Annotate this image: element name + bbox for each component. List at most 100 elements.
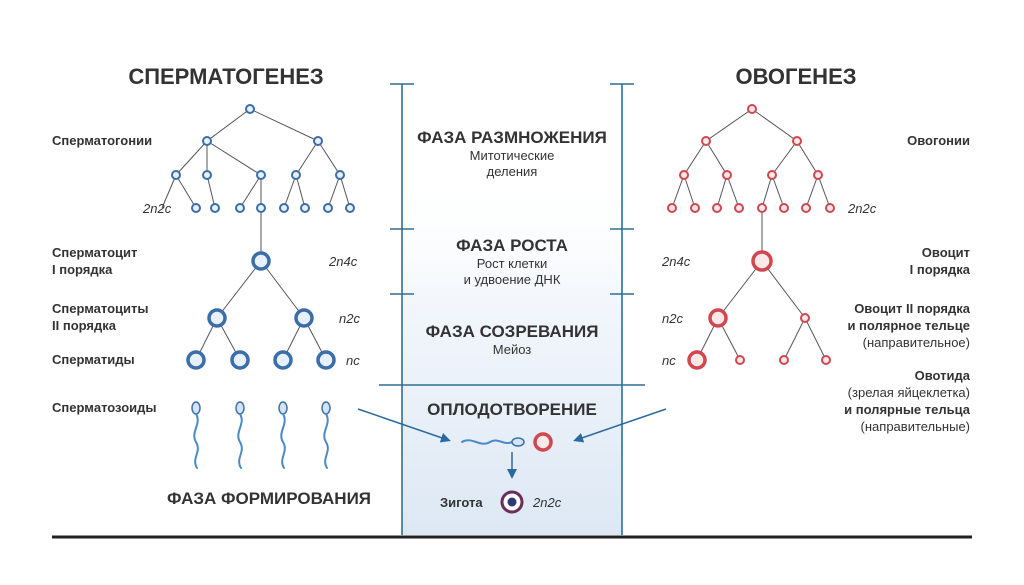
sperm-cells bbox=[171, 104, 355, 370]
oogonium-cell bbox=[801, 203, 811, 213]
spermatogonium-cell bbox=[235, 203, 245, 213]
spermatocytes-2-label-line1: Сперматоциты bbox=[52, 301, 149, 316]
phase-axis bbox=[379, 83, 645, 535]
polar-body-cell bbox=[821, 355, 831, 365]
maturation-phase-title: ФАЗА СОЗРЕВАНИЯ bbox=[425, 322, 599, 341]
spermatocyte-1-cell bbox=[251, 251, 271, 271]
left-ploidy-n2c: n2c bbox=[339, 311, 360, 326]
spermatogonium-cell bbox=[171, 170, 181, 180]
growth-phase: ФАЗА РОСТА Рост клетки и удвоение ДНК bbox=[402, 236, 622, 288]
spermatogonium-cell bbox=[256, 170, 266, 180]
polar-body-cell bbox=[779, 355, 789, 365]
spermatocyte-2-cell bbox=[207, 308, 227, 328]
spermatid-cell bbox=[316, 350, 336, 370]
fertilizing-sperm bbox=[461, 437, 525, 447]
zygote-cell bbox=[500, 490, 524, 514]
ootid-label-line2: (зрелая яйцеклетка) bbox=[847, 385, 970, 400]
oogonium-cell bbox=[667, 203, 677, 213]
egg-cell bbox=[533, 432, 553, 452]
ootid-label: Овотида (зрелая яйцеклетка) и полярные т… bbox=[844, 367, 970, 435]
oogonium-cell bbox=[734, 203, 744, 213]
spermatogonia-label: Сперматогонии bbox=[52, 133, 153, 148]
multiplication-phase: ФАЗА РАЗМНОЖЕНИЯ Митотические деления bbox=[402, 128, 622, 180]
spermatozoa bbox=[191, 401, 331, 469]
spermatozoa-label: Спермaтозоиды bbox=[52, 400, 157, 415]
spermatozoon bbox=[278, 401, 288, 469]
left-ploidy-nc: nc bbox=[346, 353, 360, 368]
spermatogonium-cell bbox=[345, 203, 355, 213]
spermatogonium-cell bbox=[191, 203, 201, 213]
oogonium-cell bbox=[747, 104, 757, 114]
oocyte-1-label: Овоцит I порядка bbox=[910, 244, 970, 278]
oocyte-1-cell bbox=[751, 250, 773, 272]
right-ploidy-2n4c: 2n4c bbox=[662, 254, 691, 269]
ootid-label-line3: и полярные тельца bbox=[844, 402, 970, 417]
oocyte-2-label-line1: Овоцит II порядка bbox=[854, 301, 970, 316]
formation-phase-title: ФАЗА ФОРМИРОВАНИЯ bbox=[167, 489, 371, 508]
oogonium-cell bbox=[757, 203, 767, 213]
oocyte-1-label-line2: I порядка bbox=[909, 262, 970, 277]
oogonium-cell bbox=[779, 203, 789, 213]
spermatogonium-cell bbox=[313, 136, 323, 146]
spermatids-label: Сперматиды bbox=[52, 352, 135, 367]
polar-body-cell bbox=[800, 313, 810, 323]
spermatozoon bbox=[235, 401, 245, 469]
spermatogonium-cell bbox=[323, 203, 333, 213]
growth-phase-sub2: и удвоение ДНК bbox=[463, 272, 561, 287]
arrow-left bbox=[357, 408, 451, 443]
spermatocyte-1-label-line1: Сперматоцит bbox=[52, 245, 138, 260]
left-ploidy-2n4c: 2n4c bbox=[329, 254, 358, 269]
spermatocytes-2-label-line2: II порядка bbox=[52, 318, 116, 333]
multiplication-phase-sub2: деления bbox=[486, 164, 538, 179]
oocyte-2-label: Овоцит II порядка и полярное тельце (нап… bbox=[847, 300, 970, 351]
spermatogonium-cell bbox=[202, 170, 212, 180]
zygote-ploidy: 2n2c bbox=[533, 495, 562, 510]
spermatocyte-1-label-line2: I порядка bbox=[52, 262, 113, 277]
right-ploidy-nc: nc bbox=[662, 353, 676, 368]
oogonium-cell bbox=[825, 203, 835, 213]
multiplication-phase-title: ФАЗА РАЗМНОЖЕНИЯ bbox=[417, 128, 607, 147]
oocyte-1-label-line1: Овоцит bbox=[921, 245, 970, 260]
oogonium-cell bbox=[701, 136, 711, 146]
fertilization-title: ОПЛОДОТВОРЕНИЕ bbox=[427, 400, 597, 419]
spermatocyte-2-cell bbox=[294, 308, 314, 328]
oogonium-cell bbox=[690, 203, 700, 213]
oogonium-cell bbox=[792, 136, 802, 146]
multiplication-phase-sub1: Митотические bbox=[469, 148, 555, 163]
oogonia-label: Овогонии bbox=[907, 133, 970, 148]
arrow-right bbox=[573, 408, 667, 443]
spermatid-cell bbox=[186, 350, 206, 370]
egg-tree-lines bbox=[671, 108, 831, 361]
spermatogonium-cell bbox=[202, 136, 212, 146]
spermatogonium-cell bbox=[256, 203, 266, 213]
growth-phase-sub1: Рост клетки bbox=[476, 256, 548, 271]
spermatogonium-cell bbox=[279, 203, 289, 213]
oocyte-2-label-line3: (направительное) bbox=[862, 335, 970, 350]
spermatid-cell bbox=[273, 350, 293, 370]
spermatid-cell bbox=[230, 350, 250, 370]
oogonium-cell bbox=[679, 170, 689, 180]
maturation-phase: ФАЗА СОЗРЕВАНИЯ Мейоз bbox=[402, 322, 622, 358]
maturation-phase-sub: Мейоз bbox=[492, 342, 532, 357]
right-ploidy-n2c: n2c bbox=[662, 311, 683, 326]
right-ploidy-2n2c: 2n2c bbox=[848, 201, 877, 216]
oocyte-2-cell bbox=[708, 308, 728, 328]
spermatogonium-cell bbox=[210, 203, 220, 213]
oogonium-cell bbox=[767, 170, 777, 180]
oogenesis-title: ОВОГЕНЕЗ bbox=[735, 64, 857, 89]
oocyte-2-label-line2: и полярное тельце bbox=[847, 318, 970, 333]
spermatogonium-cell bbox=[245, 104, 255, 114]
sperm-tree-lines bbox=[161, 108, 351, 361]
spermatozoon bbox=[191, 401, 201, 469]
left-ploidy-2n2c: 2n2c bbox=[143, 201, 172, 216]
fertilization-arrows bbox=[357, 408, 667, 479]
polar-body-cell bbox=[735, 355, 745, 365]
spermatocyte-1-label: Сперматоцит I порядка bbox=[52, 244, 137, 278]
egg-cells bbox=[667, 104, 835, 370]
spermatozoon bbox=[321, 401, 331, 469]
oogonium-cell bbox=[712, 203, 722, 213]
growth-phase-title: ФАЗА РОСТА bbox=[456, 236, 568, 255]
oogonium-cell bbox=[722, 170, 732, 180]
